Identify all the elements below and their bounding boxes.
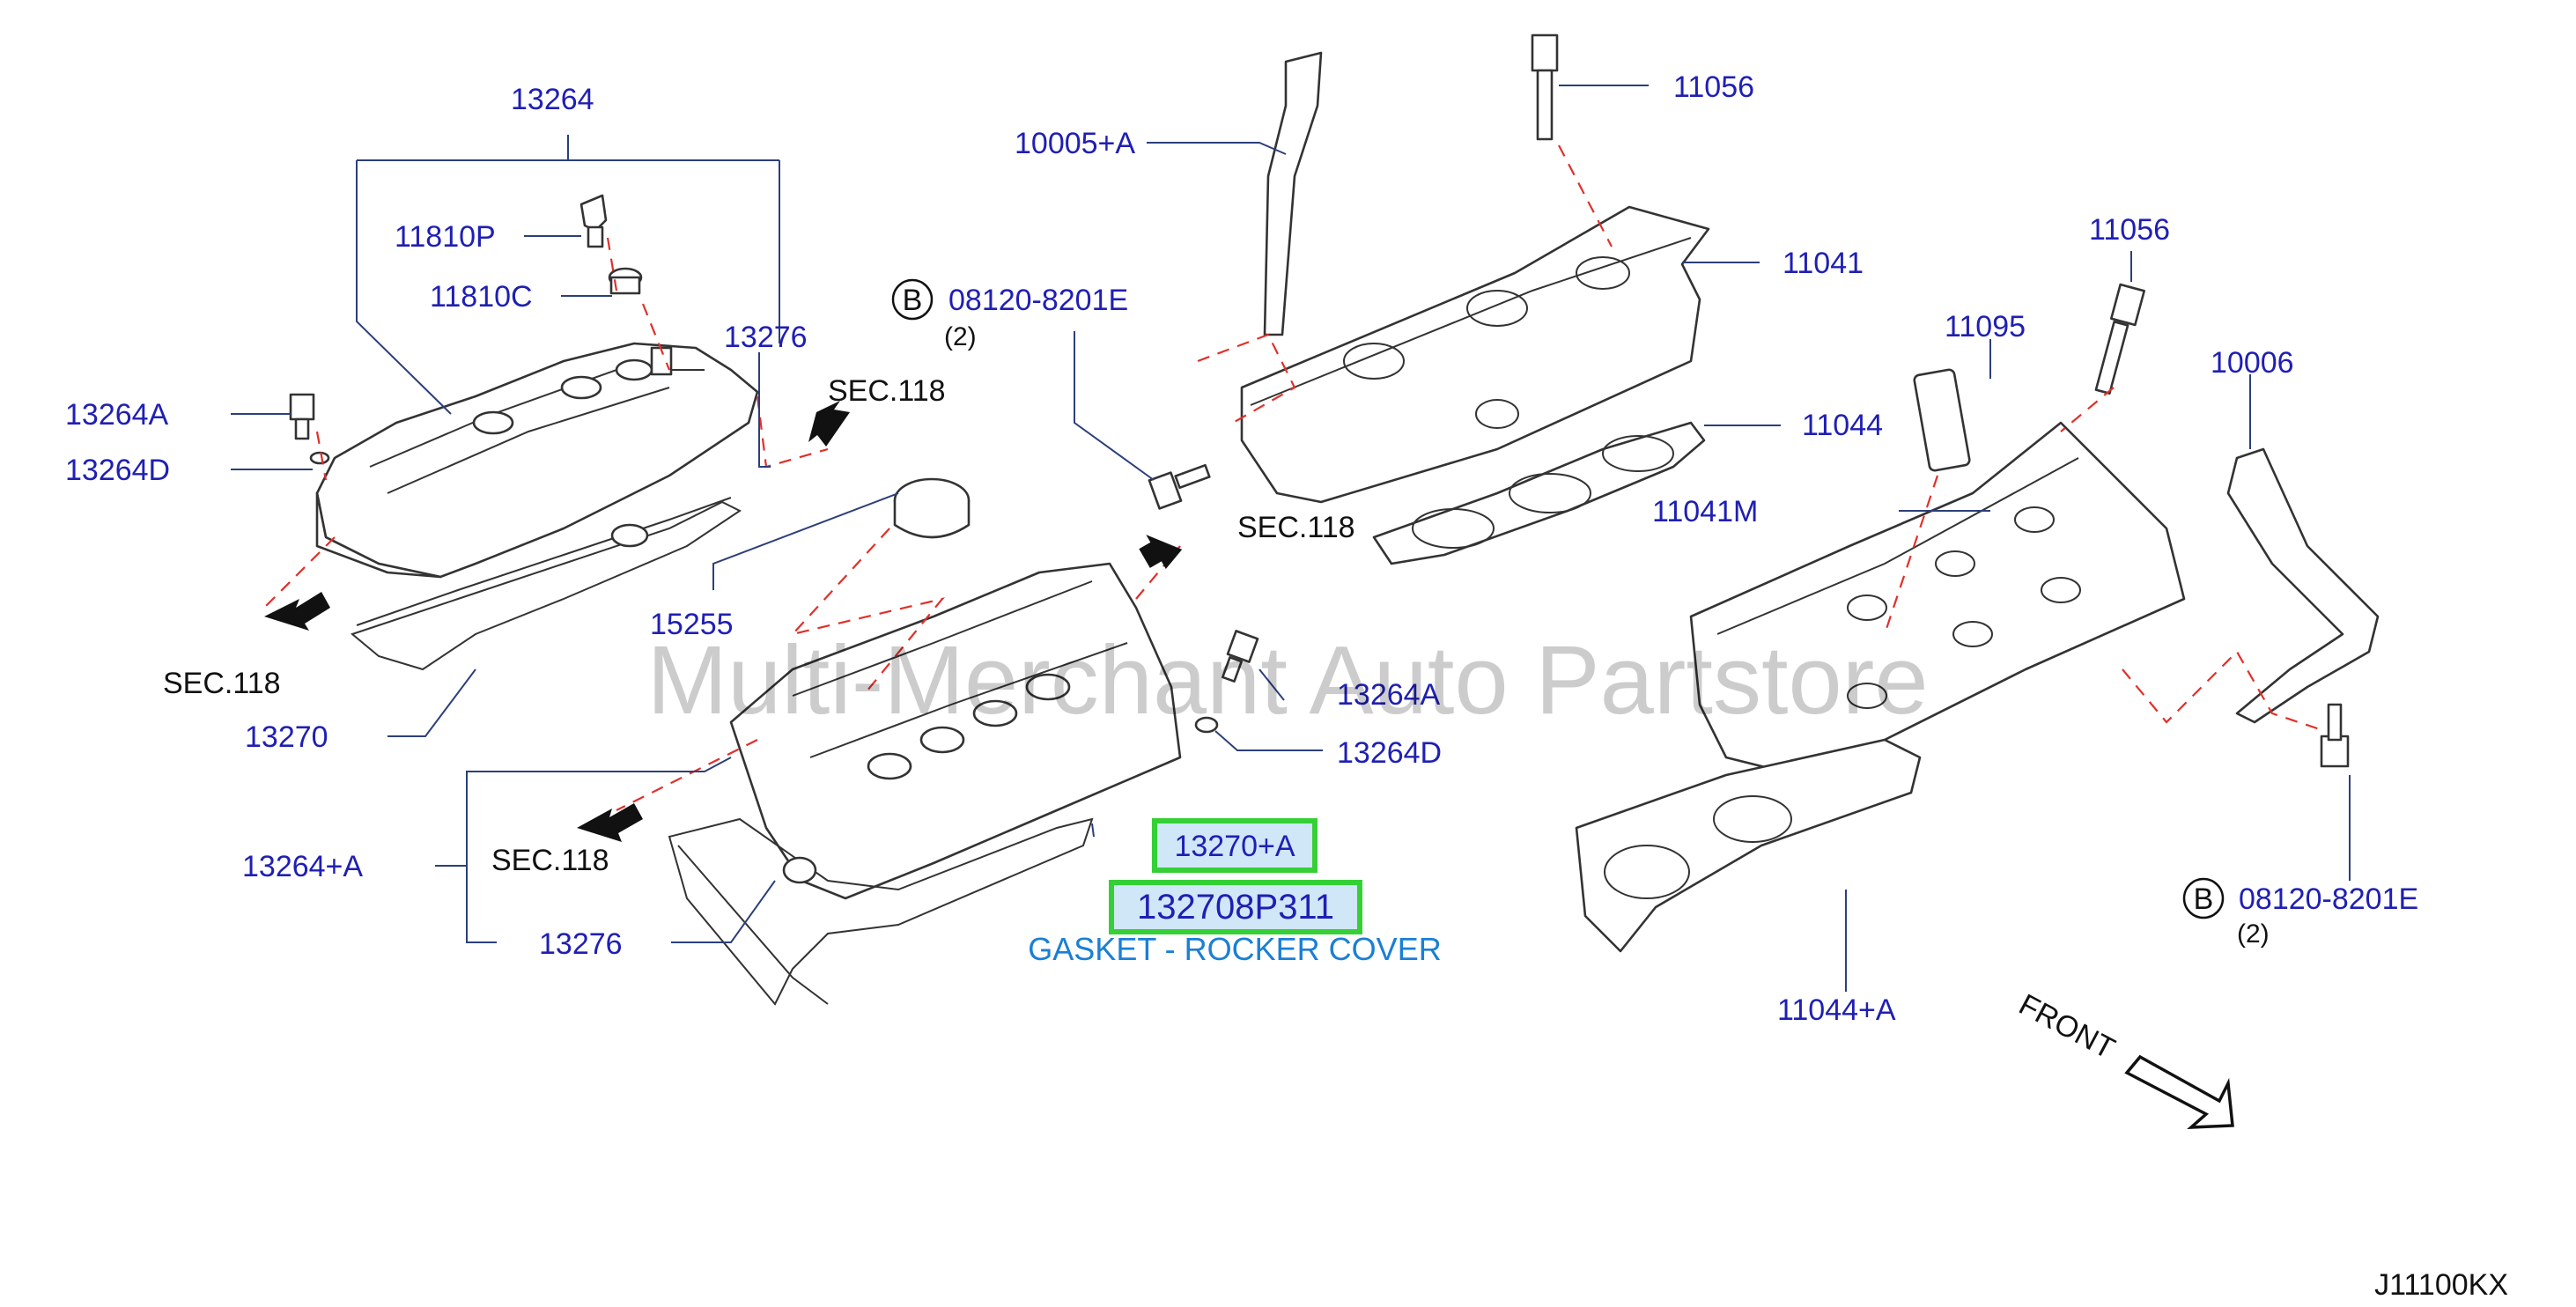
bolt-13264a-mid-icon [1222,630,1259,683]
highlight-132708p311[interactable]: 132708P311 [1109,880,1362,934]
callout-10006[interactable]: 10006 [2211,346,2294,380]
pcv-valve-icon [579,194,608,248]
callout-11041[interactable]: 11041 [1783,247,1864,280]
sec118-arrow-1-icon [808,401,850,447]
watermark: Multi-Merchant Auto Partstore [646,626,1928,735]
rocker-cover-left-top [315,342,759,579]
rocker-cover-center-bottom [668,562,1182,1006]
callout-13276-top[interactable]: 13276 [724,321,808,354]
callout-13264pa[interactable]: 13264+A [242,850,363,883]
sec118-arrow-2-icon [1139,535,1183,570]
head-gasket-11044pa [1575,738,1922,953]
circle-b-right-icon: B [2182,877,2225,919]
callout-11056-right[interactable]: 11056 [2089,213,2170,247]
highlight-13270pa[interactable]: 13270+A [1152,818,1318,873]
diagram-code: J11100KX [2374,1268,2508,1302]
head-gasket-11044 [1372,421,1706,565]
cylinder-head-11041m [1689,421,2186,777]
assembly-dashed-lines [263,144,2326,811]
grommet-13276-top-icon [610,523,649,548]
callout-08120-top[interactable]: 08120-8201E [948,284,1128,317]
callout-11041m[interactable]: 11041M [1652,495,1758,528]
bolt-13264a-left-icon [289,393,315,440]
callout-13264a-mid[interactable]: 13264A [1337,678,1441,712]
washer-13264d-mid-icon [1194,716,1219,734]
callout-13264a-left[interactable]: 13264A [65,398,169,432]
callout-11044pa[interactable]: 11044+A [1777,993,1896,1027]
callout-08120-right-qty: (2) [2237,919,2270,949]
callout-13276-bottom[interactable]: 13276 [539,927,623,961]
bolt-08120-top-icon [1148,463,1211,510]
callout-08120-right[interactable]: 08120-8201E [2239,882,2418,916]
sec118-arrow-3-icon [264,592,330,631]
gasket-13270-outline [350,497,742,671]
washer-13264d-left-icon [309,451,330,465]
grommet-icon [608,267,643,295]
highlight-132708p311-label: 132708P311 [1137,888,1334,927]
circle-b-right-label: B [2194,882,2214,916]
bracket-10005a-icon [1263,51,1323,336]
front-label: FRONT [2013,988,2120,1067]
leader-lines [231,85,2351,992]
callout-13264d-left[interactable]: 13264D [65,454,170,487]
callout-11095[interactable]: 11095 [1945,310,2026,343]
dowel-11095-icon [1913,368,1971,472]
sec118-label-4[interactable]: SEC.118 [491,844,609,877]
callout-10005a[interactable]: 10005+A [1015,127,1135,160]
callout-15255[interactable]: 15255 [650,608,734,641]
bracket-10006-icon [2226,447,2380,724]
callout-11044[interactable]: 11044 [1802,409,1883,442]
highlight-13270pa-label: 13270+A [1174,830,1295,863]
callout-13264d-mid[interactable]: 13264D [1337,736,1442,770]
callout-11810p[interactable]: 11810P [395,220,496,254]
sec118-arrow-4-icon [577,803,643,842]
sec118-label-1[interactable]: SEC.118 [828,374,946,408]
sec118-label-3[interactable]: SEC.118 [163,667,281,700]
sec118-label-2[interactable]: SEC.118 [1237,511,1355,544]
bolt-08120-right-icon [2320,703,2350,768]
circle-b-top-label: B [903,284,923,317]
bolt-11056-top-icon [1531,33,1559,141]
cylinder-head-11041 [1240,205,1710,504]
front-arrow-icon [2124,1054,2234,1129]
callout-08120-top-qty: (2) [944,322,977,351]
callout-11810c[interactable]: 11810C [430,280,533,314]
oil-cap-icon [893,477,971,539]
bolt-11056-right-icon [2094,283,2145,395]
callout-13270[interactable]: 13270 [245,720,328,754]
callout-13264-top[interactable]: 13264 [511,83,594,116]
callout-11056-top[interactable]: 11056 [1673,70,1754,104]
highlight-description: GASKET - ROCKER COVER [1028,931,1441,967]
circle-b-top-icon: B [891,278,934,321]
